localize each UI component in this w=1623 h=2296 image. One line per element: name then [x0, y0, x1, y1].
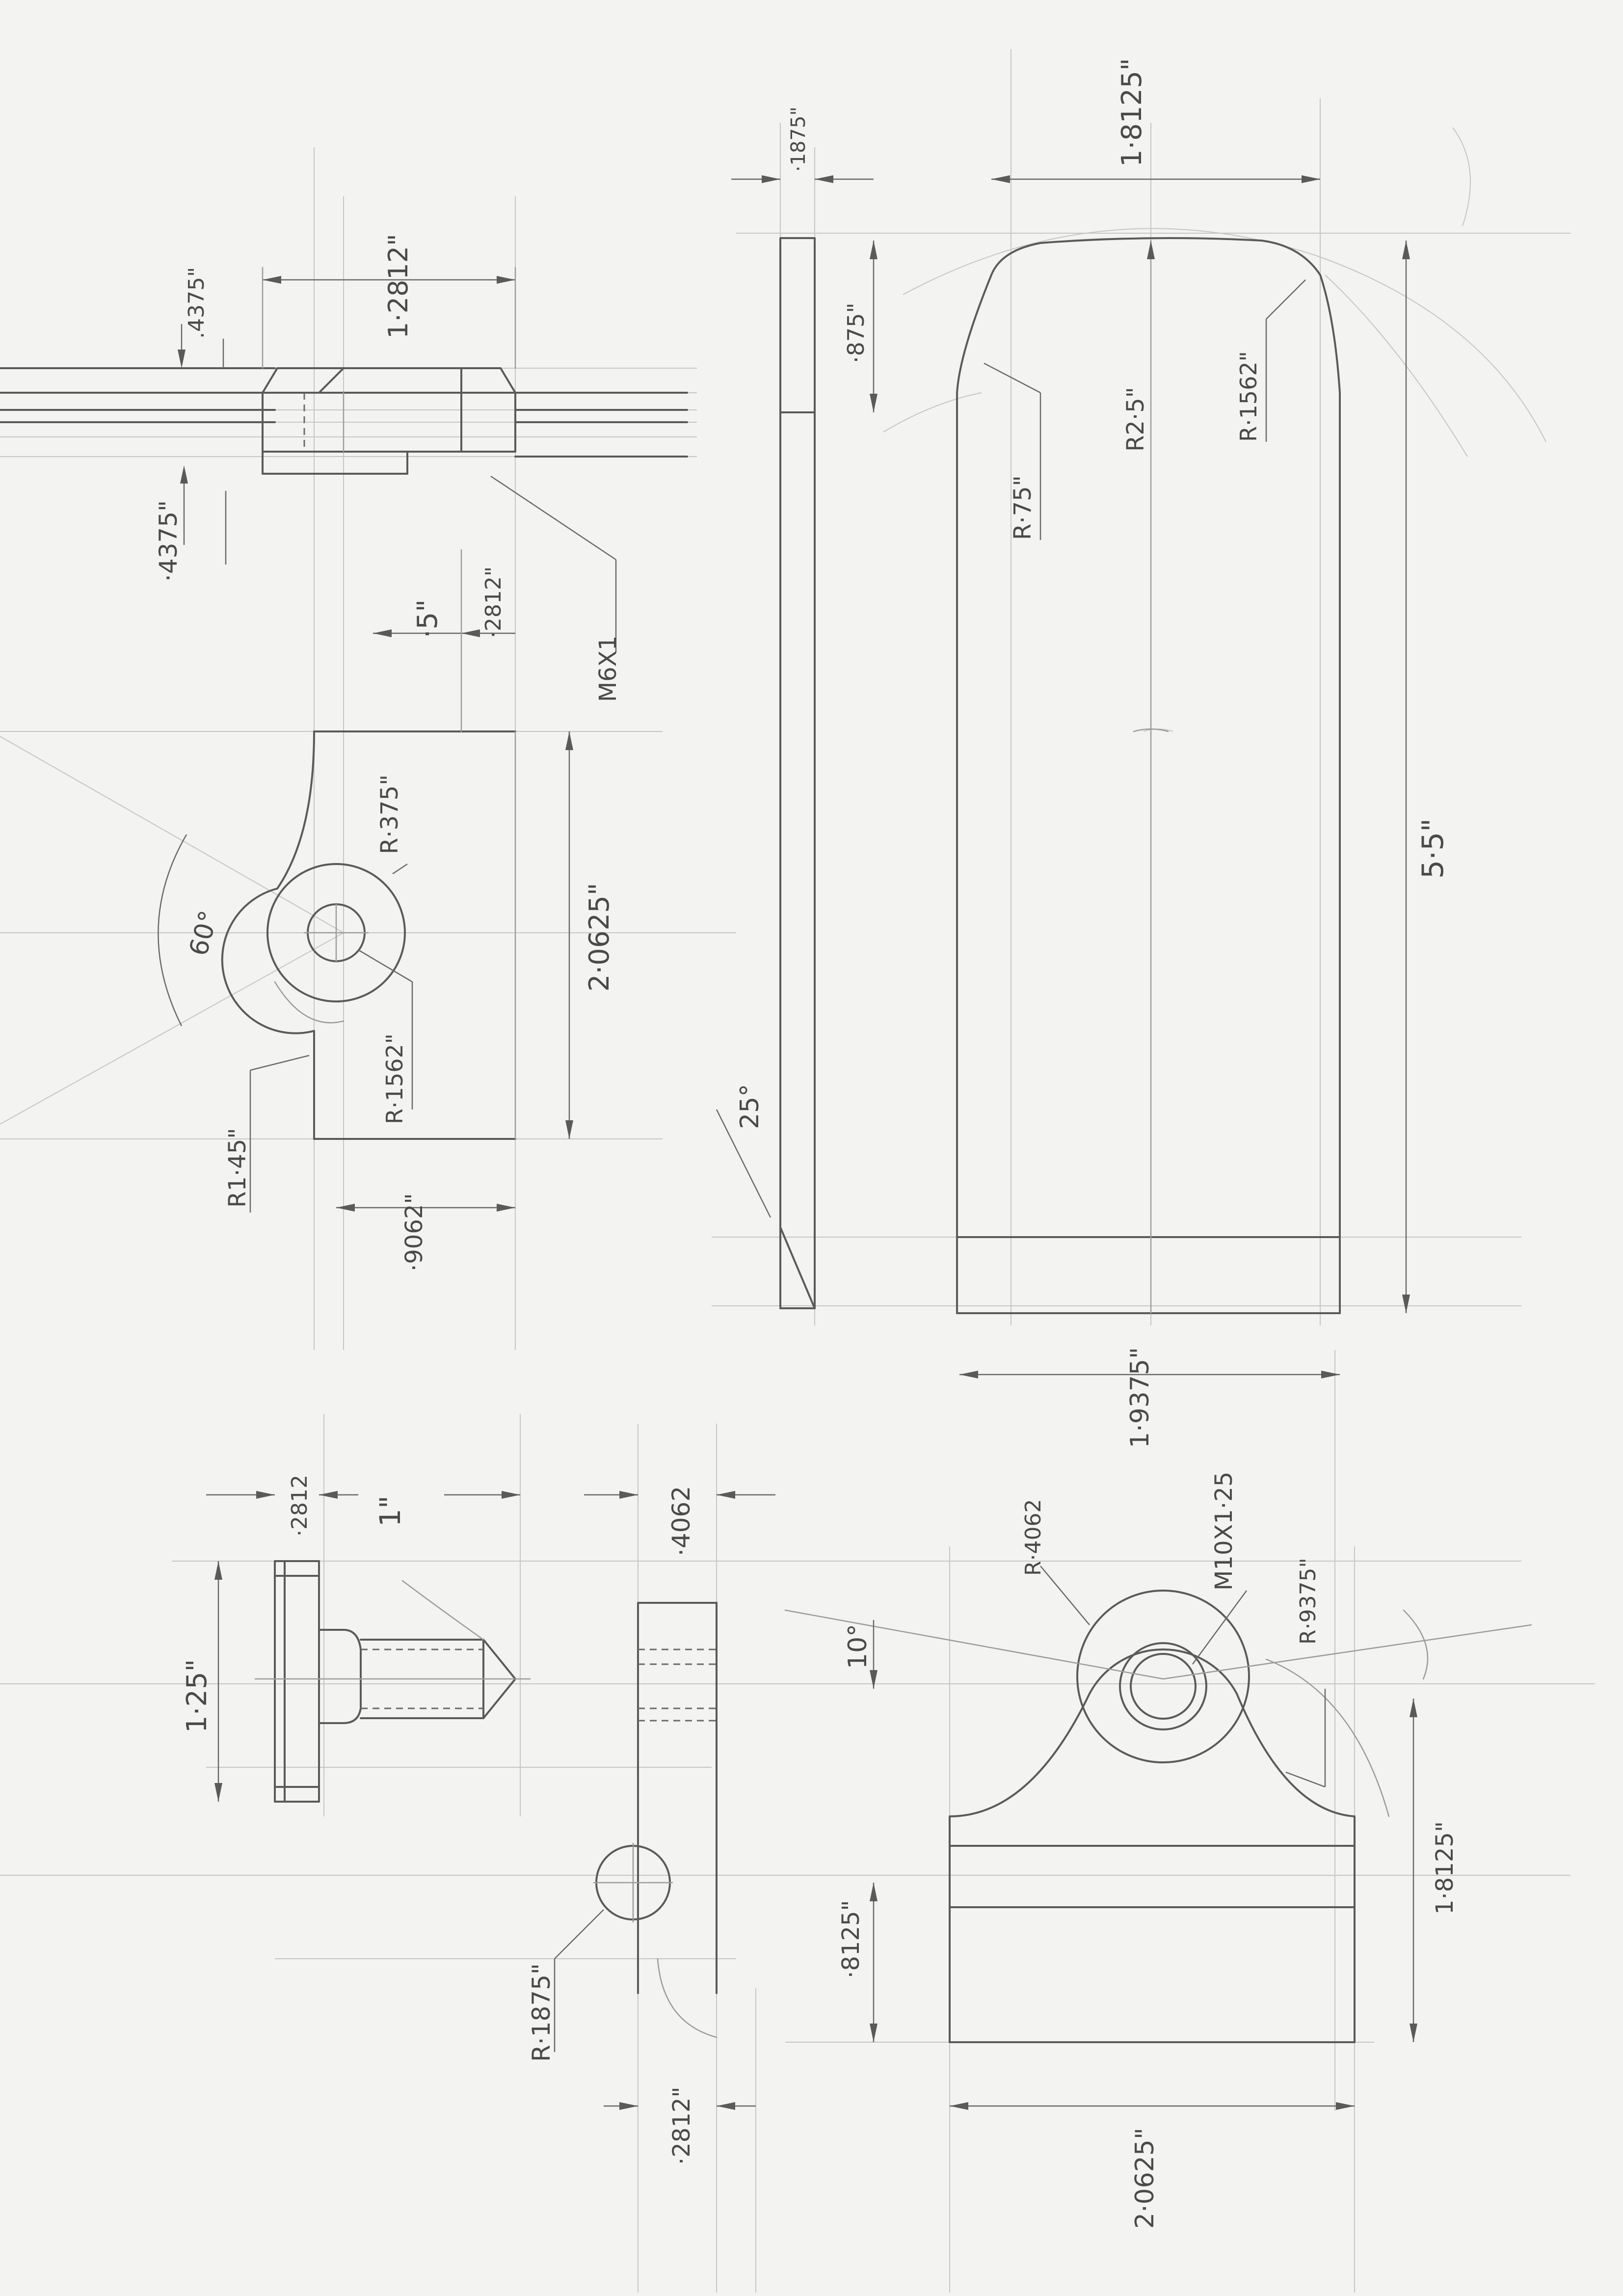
radius-1562-b: R·1562" — [1235, 351, 1262, 442]
dim-5: ·5" — [412, 599, 444, 638]
radius-145: R1·45" — [224, 1128, 251, 1208]
dim-1: 1" — [373, 1495, 407, 1527]
dimension-labels: .4375" 1·2812" ·4375" ·5" ·2812" M6X1 R·… — [154, 58, 1459, 2229]
bracket-side-view — [0, 367, 688, 475]
dim-18125-bot: 1·8125" — [1431, 1821, 1459, 1915]
angle-25: 25° — [735, 1084, 765, 1129]
dim-19375: 1·9375" — [1125, 1347, 1155, 1448]
thread-m10: M10X1·25 — [1210, 1472, 1238, 1591]
dim-2812-c: ·2812" — [668, 2087, 695, 2165]
radius-4062: R·4062 — [1021, 1499, 1046, 1576]
dim-20625-b: 2·0625" — [1130, 2128, 1160, 2229]
dim-4062: ·4062 — [667, 1486, 695, 1556]
angle-10: 10° — [843, 1624, 873, 1669]
dim-18125-top: 1·8125" — [1116, 58, 1148, 167]
dim-125: 1·25" — [181, 1659, 213, 1733]
dim-1875: ·1875" — [787, 107, 810, 172]
bracket-front-view — [221, 730, 516, 1140]
radius-1875: R·1875" — [527, 1963, 556, 2062]
thread-m6: M6X1 — [594, 636, 622, 702]
dim-875: ·875" — [843, 302, 869, 363]
radius-9375: R·9375" — [1296, 1558, 1321, 1645]
dim-4375-side: ·4375" — [154, 500, 183, 582]
plate-view — [779, 237, 1341, 1314]
dim-8125: ·8125" — [837, 1900, 865, 1979]
dim-9062: ·9062" — [400, 1193, 428, 1272]
dim-2812-b: ·2812 — [287, 1475, 312, 1537]
radius-75: R·75" — [1009, 475, 1037, 540]
pin-view — [593, 1602, 718, 2038]
clevis-view — [784, 1590, 1532, 2043]
dim-12812: 1·2812" — [383, 234, 414, 339]
dim-20625-a: 2·0625" — [584, 883, 615, 992]
radius-25: R2·5" — [1122, 387, 1149, 452]
radius-1562-a: R·1562" — [381, 1033, 408, 1124]
angle-60: 60° — [184, 908, 224, 959]
dim-2812-a: ·2812" — [481, 567, 506, 638]
dim-55: 5·5" — [1416, 818, 1450, 879]
bolt-view — [254, 1560, 531, 1803]
dimension-lines — [158, 175, 1417, 2110]
radius-375: R·375" — [376, 775, 403, 854]
dim-4375-top: .4375" — [184, 267, 209, 339]
